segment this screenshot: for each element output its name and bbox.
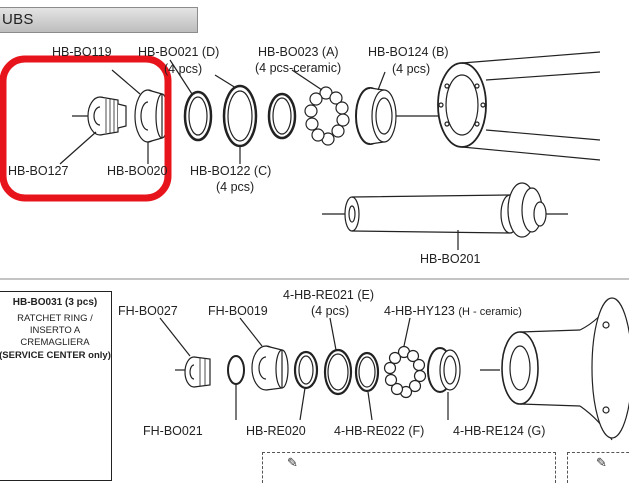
label-hb-hy123-note: (H - ceramic) — [458, 306, 522, 318]
ratchet-ring-info-box: HB-BO031 (3 pcs) RATCHET RING / INSERTO … — [0, 291, 112, 481]
info-box-line3: CREMAGLIERA — [20, 337, 90, 348]
section-title: UBS — [2, 11, 34, 28]
exploded-hub-diagram — [0, 51, 629, 459]
label-hb-bo201: HB-BO201 — [420, 252, 481, 266]
label-fh-bo021: FH-BO021 — [143, 424, 203, 438]
dashed-callout-box-left — [262, 452, 556, 483]
info-box-title: HB-BO031 (3 pcs) — [12, 297, 98, 308]
part-fh-bo027 — [184, 356, 211, 388]
label-hb-bo119: HB-BO119 — [52, 45, 112, 59]
dashed-callout-box-right — [567, 452, 629, 483]
info-box-line1: RATCHET RING / — [17, 313, 93, 324]
part-hb-bo201 — [344, 182, 547, 238]
part-hb-bo127 — [87, 96, 127, 136]
info-box-line2: INSERTO A — [29, 325, 81, 336]
info-box-line4: (SERVICE CENTER only) — [0, 350, 111, 361]
label-hb-hy123-code: 4-HB-HY123 — [384, 304, 455, 318]
label-hb-bo021: HB-BO021 (D) — [138, 45, 220, 59]
label-hb-re022: 4-HB-RE022 (F) — [334, 424, 425, 438]
label-hb-bo122: HB-BO122 (C) — [190, 164, 272, 178]
label-hb-re021: 4-HB-RE021 (E) — [283, 288, 374, 302]
part-fh-bo021 — [227, 355, 245, 385]
label-hb-re124: 4-HB-RE124 (G) — [453, 424, 546, 438]
label-hb-bo023: HB-BO023 (A) — [258, 45, 339, 59]
pencil-icon: ✎ — [596, 455, 607, 470]
part-hb-bo122-b — [267, 92, 297, 140]
label-fh-bo019: FH-BO019 — [208, 304, 268, 318]
part-hb-bo124 — [355, 87, 397, 145]
part-hb-re021 — [323, 348, 353, 396]
part-hb-re124 — [427, 347, 461, 393]
part-fh-bo019 — [251, 345, 289, 391]
section-header: UBS — [0, 7, 198, 33]
label-hb-re020: HB-RE020 — [246, 424, 306, 438]
label-hb-bo020: HB-BO020 — [107, 164, 168, 178]
highlight-box — [0, 55, 172, 202]
part-hb-re020 — [293, 350, 319, 390]
part-hb-bo122 — [183, 90, 213, 142]
part-hb-bo020 — [134, 89, 169, 143]
label-fh-bo027: FH-BO027 — [118, 304, 178, 318]
pencil-icon: ✎ — [287, 455, 298, 470]
part-hb-re022 — [354, 351, 380, 393]
label-hb-hy123: 4-HB-HY123 (H - ceramic) — [384, 304, 522, 319]
part-hub-body — [437, 51, 601, 161]
label-hb-bo127: HB-BO127 — [8, 164, 69, 178]
label-hb-bo122-qty: (4 pcs) — [216, 180, 255, 194]
part-hb-bo021 — [222, 84, 258, 148]
label-hb-bo023-qty: (4 pcs-ceramic) — [255, 61, 342, 75]
label-hb-bo124-qty: (4 pcs) — [392, 62, 431, 76]
label-hb-bo124: HB-BO124 (B) — [368, 45, 449, 59]
label-hb-re021-qty: (4 pcs) — [311, 304, 350, 318]
part-hb-hy123 — [383, 345, 427, 399]
label-hb-bo021-qty: (4 pcs) — [164, 62, 203, 76]
part-hb-bo023 — [304, 86, 350, 146]
part-freehub-body — [501, 297, 629, 441]
